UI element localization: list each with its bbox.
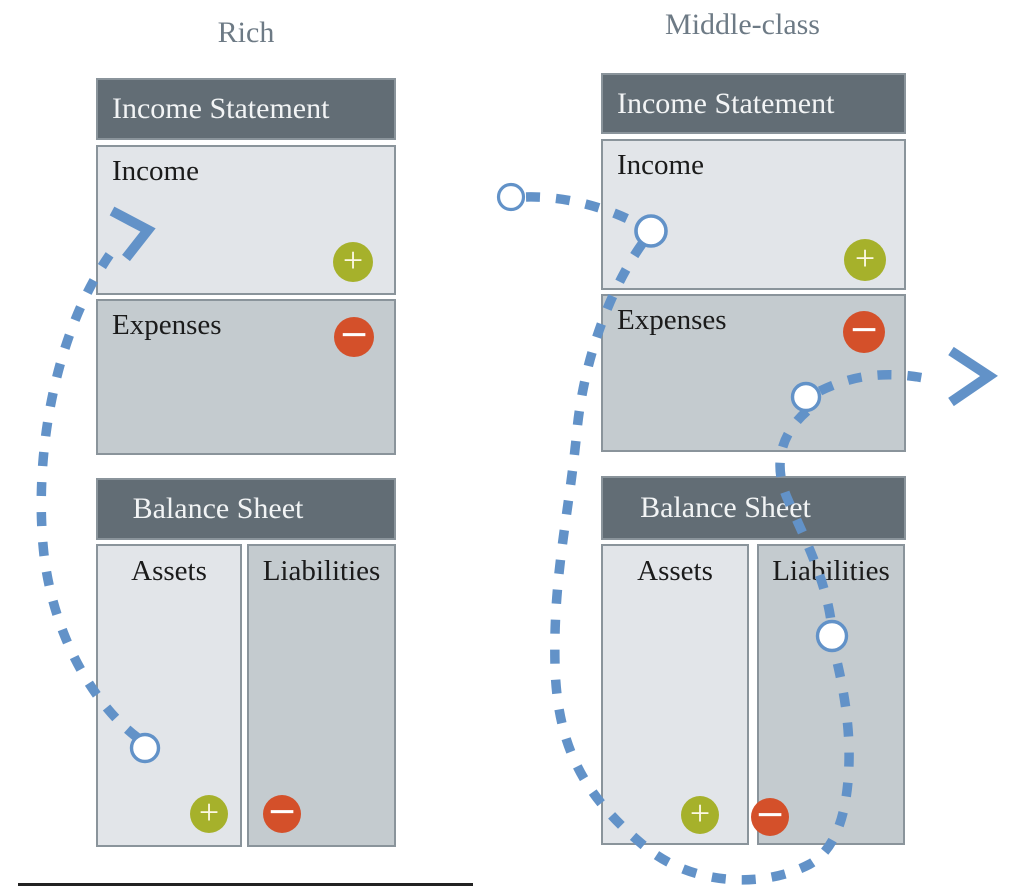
income-plus-badge: +	[844, 239, 886, 281]
expenses-minus-badge: −	[843, 311, 885, 353]
arrowhead-right-icon	[948, 346, 998, 407]
balance-sheet-title: Balance Sheet	[640, 491, 811, 524]
income-statement-header: Income Statement	[601, 73, 906, 134]
panel-title-rich: Rich	[217, 16, 275, 49]
assets-plus-badge: +	[190, 792, 228, 833]
minus-icon: −	[754, 794, 786, 835]
plus-icon: +	[854, 238, 876, 278]
assets-plus-badge: +	[681, 793, 719, 834]
plus-icon: +	[342, 240, 364, 280]
balance-sheet-header: Balance Sheet	[96, 478, 396, 540]
plus-icon: +	[689, 793, 711, 833]
expenses-minus-badge: −	[334, 317, 374, 357]
income-statement-title: Income Statement	[112, 92, 330, 125]
panel-title-middle-class: Middle-class	[665, 8, 820, 41]
minus-icon: −	[848, 309, 880, 350]
income-statement-title: Income Statement	[617, 86, 835, 120]
minus-icon: −	[338, 314, 370, 355]
income-label: Income	[112, 155, 199, 187]
plus-icon: +	[198, 792, 220, 832]
balance-sheet-header: Balance Sheet	[601, 476, 906, 540]
balance-sheet-title: Balance Sheet	[132, 492, 304, 525]
liabilities-minus-badge: −	[263, 791, 301, 833]
liabilities-minus-badge: −	[751, 794, 789, 836]
liabilities-label: Liabilities	[772, 555, 890, 587]
assets-label: Assets	[131, 555, 207, 587]
income-plus-badge: +	[333, 242, 373, 282]
minus-icon: −	[266, 791, 298, 832]
cropped-horizontal-rule	[18, 883, 473, 886]
node-mc-external	[496, 182, 526, 212]
income-statement-header: Income Statement	[96, 78, 396, 140]
assets-label: Assets	[637, 555, 713, 587]
income-label: Income	[617, 149, 704, 181]
liabilities-label: Liabilities	[262, 555, 381, 587]
assets-column: Assets	[601, 544, 749, 845]
